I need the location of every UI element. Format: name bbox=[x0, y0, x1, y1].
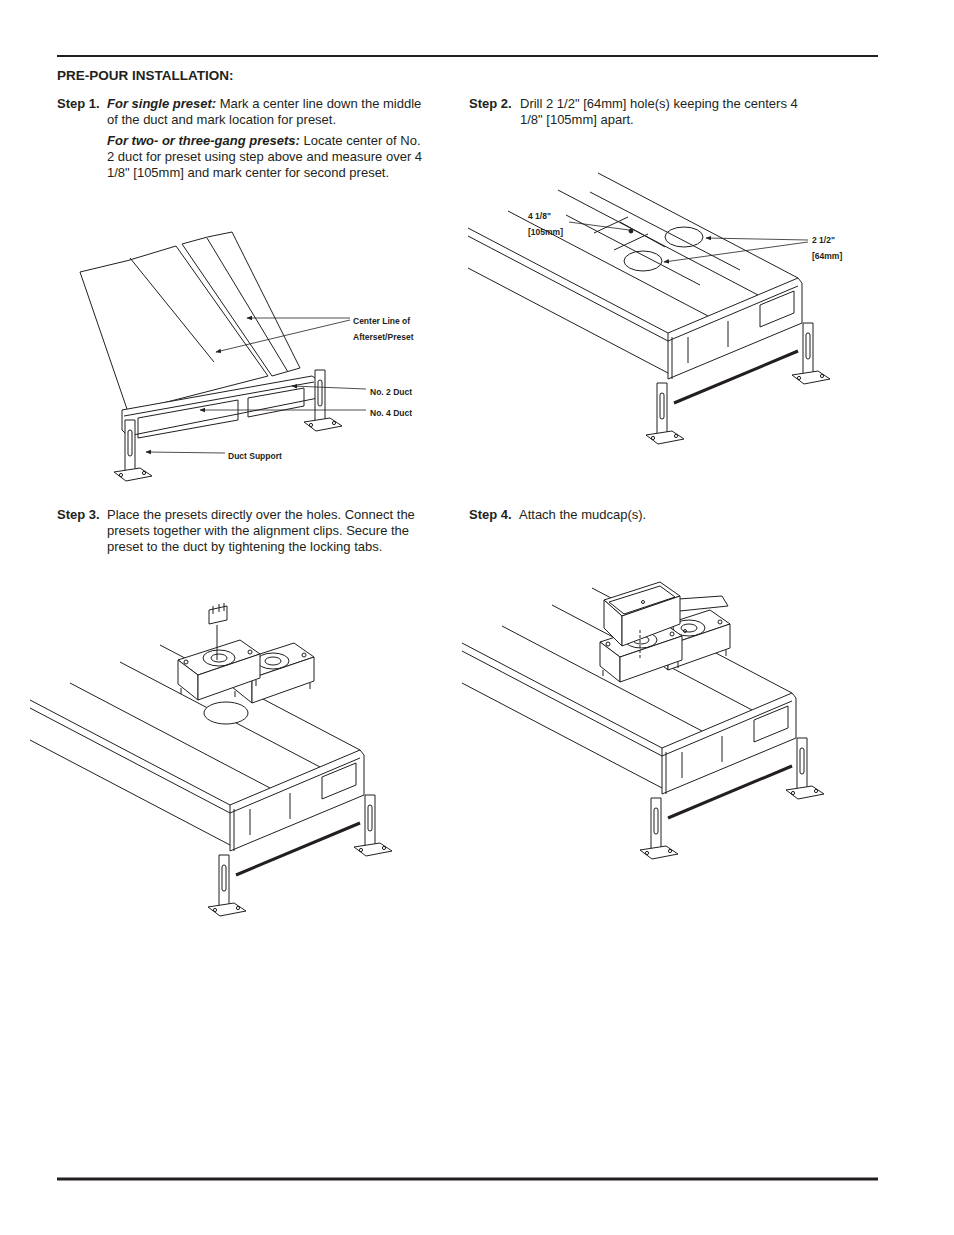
callout-label: 4 1/8" [105mm] bbox=[528, 211, 563, 237]
step-number: Step 3. bbox=[57, 507, 100, 522]
alignment-clip-part bbox=[217, 625, 218, 660]
figure-step-1-part bbox=[304, 370, 342, 431]
leader-lines-step-2-part bbox=[569, 222, 629, 230]
figure-step-4-part bbox=[462, 588, 824, 859]
text-block: Center Line of Afterset/Preset bbox=[353, 312, 423, 344]
text-block: For two- or three-gang presets:Locate ce… bbox=[107, 133, 429, 181]
drilled-hole bbox=[665, 227, 703, 247]
text-block: 4 1/8" [105mm] bbox=[528, 207, 568, 239]
duct-cover bbox=[182, 232, 300, 376]
mudcap-part bbox=[604, 600, 622, 646]
leader-lines-step-2 bbox=[569, 222, 808, 262]
text-block: Step 2. bbox=[469, 96, 519, 112]
callout-label: 2 1/2" [64mm] bbox=[812, 235, 842, 261]
figure-step-1-part bbox=[124, 382, 314, 416]
step-number: Step 2. bbox=[469, 96, 512, 111]
leader-lines-step-1-part bbox=[247, 318, 350, 319]
text-block: No. 4 Duct bbox=[370, 404, 430, 420]
instruction-text: Drill 2 1/2" [64mm] hole(s) keeping the … bbox=[520, 96, 798, 127]
leader-lines-step-1-part bbox=[216, 320, 350, 352]
mudcap-part bbox=[609, 586, 675, 614]
leader-lines-step-1-part bbox=[146, 452, 225, 453]
drilled-hole bbox=[204, 702, 248, 724]
mudcap bbox=[604, 582, 728, 660]
figure-step-3-part bbox=[178, 640, 260, 700]
text-block: Step 3. bbox=[57, 507, 105, 523]
figure-step-1 bbox=[80, 232, 342, 481]
drilled-hole bbox=[624, 251, 662, 271]
figure-step-1-part bbox=[114, 420, 152, 481]
page-heading: PRE-POUR INSTALLATION: bbox=[57, 68, 234, 83]
leader-lines-step-1 bbox=[146, 318, 366, 453]
callout-label: Duct Support bbox=[228, 451, 282, 461]
duct-end bbox=[122, 376, 318, 436]
instruction-text: For two- or three-gang presets: bbox=[107, 133, 300, 148]
cover-crease bbox=[207, 238, 288, 372]
text-block: Duct Support bbox=[228, 447, 298, 463]
step-number: Step 1. bbox=[57, 96, 100, 111]
text-block: Place the presets directly over the hole… bbox=[107, 507, 429, 555]
figure-step-3 bbox=[30, 603, 392, 916]
cover-crease bbox=[130, 258, 214, 362]
text-block: Step 1. bbox=[57, 96, 105, 112]
callout-label: Center Line of Afterset/Preset bbox=[353, 316, 413, 342]
text-block: Step 4. bbox=[469, 507, 519, 523]
leader-lines-step-2-part bbox=[664, 242, 808, 262]
mudcap-part bbox=[642, 601, 645, 604]
dimension-ticks bbox=[594, 217, 648, 250]
instruction-text: For single preset: bbox=[107, 96, 216, 111]
callout-label: No. 4 Duct bbox=[370, 408, 412, 418]
leader-lines-step-1-part bbox=[292, 386, 366, 389]
step-number: Step 4. bbox=[469, 507, 512, 522]
no-2-duct-opening bbox=[248, 388, 304, 417]
text-block: Drill 2 1/2" [64mm] hole(s) keeping the … bbox=[520, 96, 816, 128]
leader-lines-step-2-part bbox=[706, 238, 808, 240]
mudcap-part bbox=[640, 630, 641, 660]
top-rule bbox=[57, 55, 878, 57]
text-block: For single preset:Mark a center line dow… bbox=[107, 96, 429, 128]
figure-step-4 bbox=[462, 582, 824, 859]
figure-step-2 bbox=[468, 173, 830, 444]
mudcap-part bbox=[622, 596, 680, 646]
callout-label: No. 2 Duct bbox=[370, 387, 412, 397]
text-block: Attach the mudcap(s). bbox=[519, 507, 819, 523]
bottom-rule bbox=[57, 1178, 878, 1181]
text-block: 2 1/2" [64mm] bbox=[812, 231, 850, 263]
text-block: No. 2 Duct bbox=[370, 383, 430, 399]
figure-step-2-part bbox=[468, 173, 830, 444]
dimension-dot bbox=[629, 229, 633, 233]
instruction-text: Place the presets directly over the hole… bbox=[107, 507, 415, 554]
leader-lines-step-1-part bbox=[200, 410, 366, 411]
no-4-duct-opening bbox=[138, 400, 238, 438]
mudcap-part bbox=[684, 630, 687, 633]
alignment-clip-part bbox=[213, 603, 224, 614]
instruction-text: Attach the mudcap(s). bbox=[519, 507, 646, 522]
title-block: PRE-POUR INSTALLATION: bbox=[57, 68, 457, 84]
alignment-clip bbox=[209, 603, 227, 660]
